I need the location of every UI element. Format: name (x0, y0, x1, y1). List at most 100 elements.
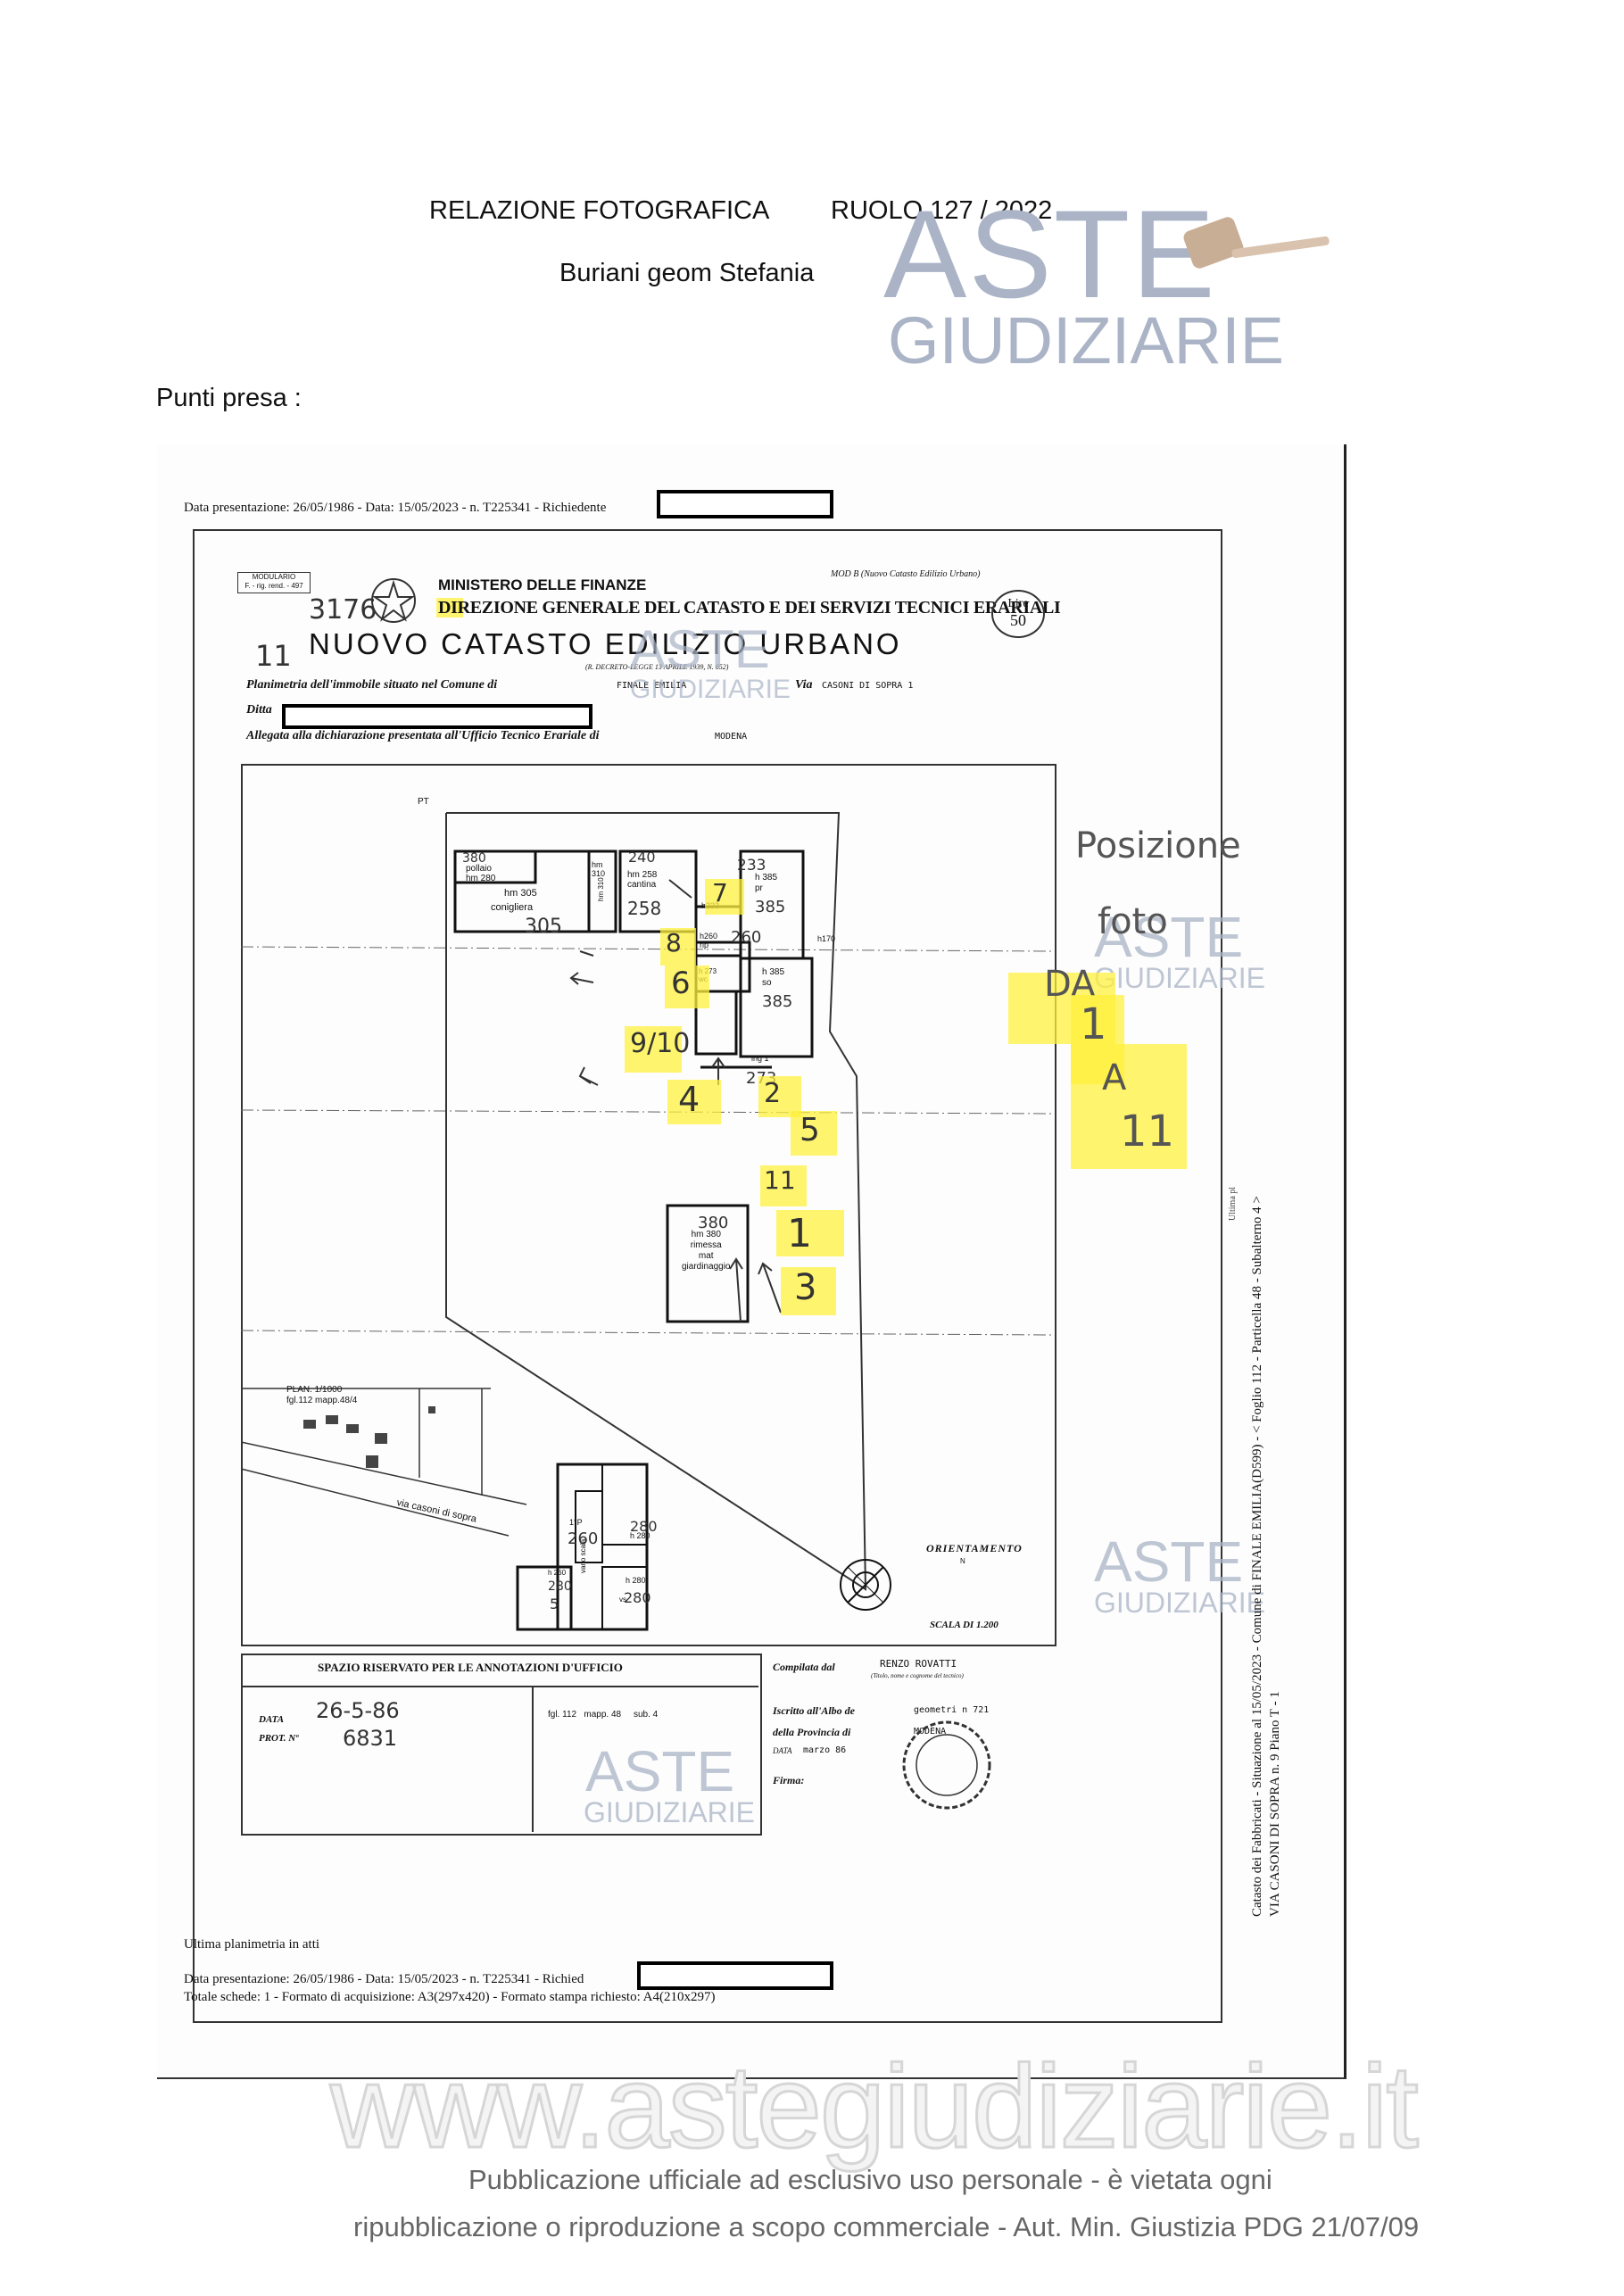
watermark-giudiziarie-mid: GIUDIZIARIE (1094, 962, 1266, 994)
margin-11: 11 (1120, 1107, 1175, 1156)
rip-hand: 260 (731, 928, 762, 947)
bottom-line2: Totale schede: 1 - Formato di acquisizio… (184, 1990, 716, 2004)
h310b: hm 310 (597, 877, 605, 901)
ruolo-number: RUOLO 127 / 2022 (831, 196, 1053, 225)
provincia-value: MODENA (914, 1727, 947, 1737)
cantina-hand-top: 240 (628, 849, 656, 866)
modulario-label: MODULARIO (252, 573, 296, 581)
emblem-icon (371, 578, 416, 623)
pollaio-height: hm 280 (466, 874, 496, 883)
h170-label: h170 (817, 934, 836, 943)
room-rimessa: hm 380 rimessa mat giardinaggio (682, 1230, 731, 1272)
vs-label: vs (619, 1596, 626, 1604)
photo-point-6: 6 (671, 966, 691, 1001)
watermark-aste-low: ASTE (1094, 1529, 1244, 1594)
data2-value: marzo 86 (803, 1745, 847, 1755)
highlight-margin-a11 (1071, 1044, 1187, 1169)
pr-hand: 385 (755, 898, 786, 916)
photo-point-5: 5 (800, 1112, 820, 1148)
author-name: Buriani geom Stefania (559, 259, 815, 287)
gavel-icon (1183, 217, 1330, 269)
highlight-point-7 (705, 879, 744, 915)
via-label: Via (795, 678, 813, 692)
photo-point-8: 8 (666, 928, 682, 957)
p1-room-h: h 280 (630, 1531, 650, 1540)
prot-label: PROT. Nº (259, 1733, 299, 1744)
redacted-ditta (282, 704, 592, 729)
plan-top-line: Data presentazione: 26/05/1986 - Data: 1… (184, 501, 607, 515)
catasto-title: NUOVO CATASTO EDILIZIO URBANO (309, 627, 902, 660)
cadastral-plan: Data presentazione: 26/05/1986 - Data: 1… (157, 444, 1346, 2079)
highlight-point-4 (667, 1080, 721, 1124)
highlight-point-5 (791, 1111, 837, 1156)
highlight-point-9-10 (625, 1026, 682, 1073)
annotations-header (241, 1654, 758, 1687)
cantina-hand: 258 (627, 898, 662, 919)
conigliera-height: hm 305 (504, 888, 537, 899)
pr-height: h 385 (755, 873, 778, 883)
photo-point-3: 3 (794, 1267, 817, 1308)
highlight-point-1 (776, 1210, 844, 1256)
redacted-richiedente (657, 490, 833, 518)
hm-small: hm (592, 860, 603, 869)
margin-1: 1 (1080, 999, 1107, 1049)
photo-point-11: 11 (764, 1165, 796, 1195)
highlight-point-2 (758, 1076, 801, 1117)
compilata-sub: (Titolo, nome e cognome del tecnico) (871, 1672, 964, 1679)
h310: 310 (592, 869, 606, 878)
orientamento-label: ORIENTAMENTO (926, 1542, 1023, 1554)
ingr-label: ing 1 (751, 1054, 769, 1063)
conigliera-hand: 305 (525, 916, 562, 938)
rimessa-hand: 380 (698, 1214, 729, 1232)
margin-posizione: Posizione (1075, 825, 1241, 866)
p1-room-hand: 280 (630, 1518, 658, 1535)
so-label: so (762, 978, 772, 988)
form-frame (193, 529, 1222, 2023)
north-label: N (960, 1557, 965, 1565)
pt-label: PT (418, 797, 429, 807)
mod-b-label: MOD B (Nuovo Catasto Edilizio Urbano) (831, 569, 981, 579)
lire-value: 50 (1010, 611, 1026, 629)
comune-value: FINALE EMILIA (617, 681, 687, 691)
annotations-divider (532, 1686, 534, 1832)
floor-plan-drawing (241, 812, 1053, 1631)
photo-point-7: 7 (712, 878, 728, 908)
data-label: DATA (259, 1714, 285, 1725)
rimessa-mat: mat (698, 1251, 714, 1261)
lire-stamp: Lire 50 (991, 590, 1045, 638)
modulario-sub: F. - rig. rend. - 497 (244, 582, 303, 590)
hand-233: 233 (737, 857, 766, 874)
cantina-label: cantina (627, 880, 657, 890)
compilata-label: Compilata dal (773, 1661, 835, 1673)
room-rip: h260 rip (700, 932, 717, 949)
watermark-giudiziarie-low: GIUDIZIARIE (1094, 1587, 1266, 1619)
ministry-label: MINISTERO DELLE FINANZE (438, 576, 647, 593)
side-small: Ultima pl (1228, 1186, 1238, 1221)
conigliera-label: conigliera (491, 902, 534, 913)
watermark-site: www.astegiudiziarie.it (329, 2040, 1421, 2174)
modulario-box: MODULARIO F. - rig. rend. - 497 (237, 572, 311, 593)
p1-room-hand2: 280 (624, 1589, 651, 1606)
room-hm310: hm 310 (592, 860, 605, 878)
photo-point-4: 4 (678, 1080, 700, 1119)
highlight-point-8 (660, 928, 696, 966)
ditta-label: Ditta (246, 703, 272, 717)
plan-scale: PLAN. 1/1000 (286, 1385, 343, 1395)
lire-label: Lire (1007, 597, 1029, 610)
margin-foto: foto (1098, 901, 1168, 942)
highlight-point-6 (665, 966, 709, 1008)
provincia-label: della Provincia di (773, 1726, 851, 1738)
iscritto-label: Iscritto all'Albo de (773, 1704, 856, 1717)
side-text1: Catasto dei Fabbricati - Situazione al 1… (1250, 1196, 1264, 1917)
bottom-line1: Data presentazione: 26/05/1986 - Data: 1… (184, 1972, 584, 1986)
ultima-label: Ultima planimetria in atti (184, 1937, 320, 1952)
via-value: CASONI DI SOPRA 1 (822, 681, 914, 691)
annotations-box (241, 1654, 762, 1836)
rimessa-height: hm 380 (691, 1230, 721, 1239)
watermark-aste-mid: ASTE (1094, 905, 1244, 969)
scala-label: SCALA DI 1.200 (930, 1620, 998, 1630)
fgl-box-text: fgl. 112 mapp. 48 sub. 4 (548, 1710, 659, 1720)
compilata-name: RENZO ROVATTI (880, 1658, 957, 1670)
watermark-aste-plan: ASTE (630, 619, 770, 679)
data2-label: DATA (773, 1746, 792, 1755)
